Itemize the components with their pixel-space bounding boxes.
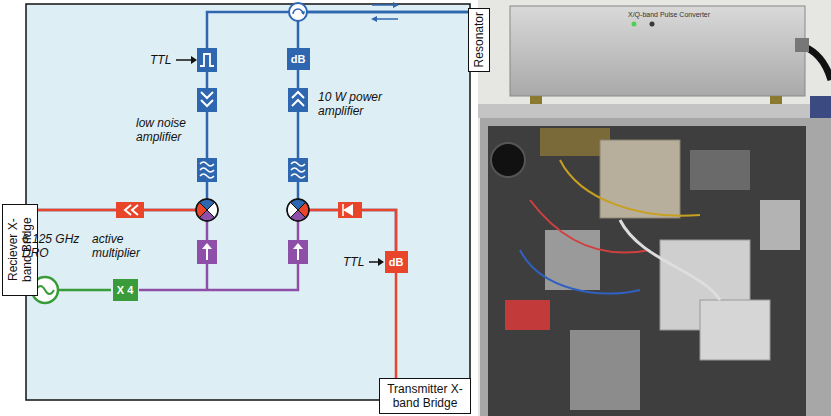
transmitter-box: Transmitter X-band Bridge <box>379 378 471 414</box>
part-name: low noise amplifier <box>136 116 198 144</box>
ttl-arrow <box>176 56 384 266</box>
multiplier-box: X 4 <box>113 279 138 301</box>
dro-oscillator <box>32 277 58 303</box>
circulator <box>289 3 307 21</box>
resonator-box: Resonator <box>468 8 490 72</box>
receiver-box: Reciever X-band Bridge <box>2 204 38 296</box>
low-noise-amplifier <box>197 88 217 112</box>
signal-overlays <box>34 210 396 290</box>
signal-line <box>298 70 396 251</box>
node-text: dB <box>389 255 404 269</box>
signal-name: TTL <box>150 53 171 67</box>
node-text: X 4 <box>117 283 134 297</box>
part-name: active multiplier <box>92 232 150 260</box>
block-panel <box>26 4 470 400</box>
part-name: 6.125 GHz DRO <box>22 232 86 260</box>
node-text: dB <box>291 52 306 66</box>
signal-line <box>38 12 468 210</box>
pulse-switch <box>197 48 217 72</box>
node-text: Resonator <box>472 12 486 67</box>
mixer <box>196 199 309 221</box>
signal-line <box>298 12 468 48</box>
variable-attenuator: dB <box>287 48 310 70</box>
hardware-photo <box>478 0 831 416</box>
node-text: Reciever X-band Bridge <box>6 208 34 292</box>
bandpass-filter <box>197 158 308 182</box>
panel-caption: X/Q-band Pulse Converter <box>628 10 710 19</box>
signal-line <box>395 273 398 378</box>
ttl-attenuator: dB <box>385 251 408 273</box>
bidirectional-arrows <box>371 2 399 22</box>
power-amplifier <box>288 88 308 112</box>
signal-name: TTL <box>343 255 364 269</box>
node-text: Transmitter X-band Bridge <box>383 382 467 410</box>
part-name: 10 W power amplifier <box>318 90 390 118</box>
isolator <box>197 202 362 264</box>
if-amplifier <box>116 202 144 218</box>
